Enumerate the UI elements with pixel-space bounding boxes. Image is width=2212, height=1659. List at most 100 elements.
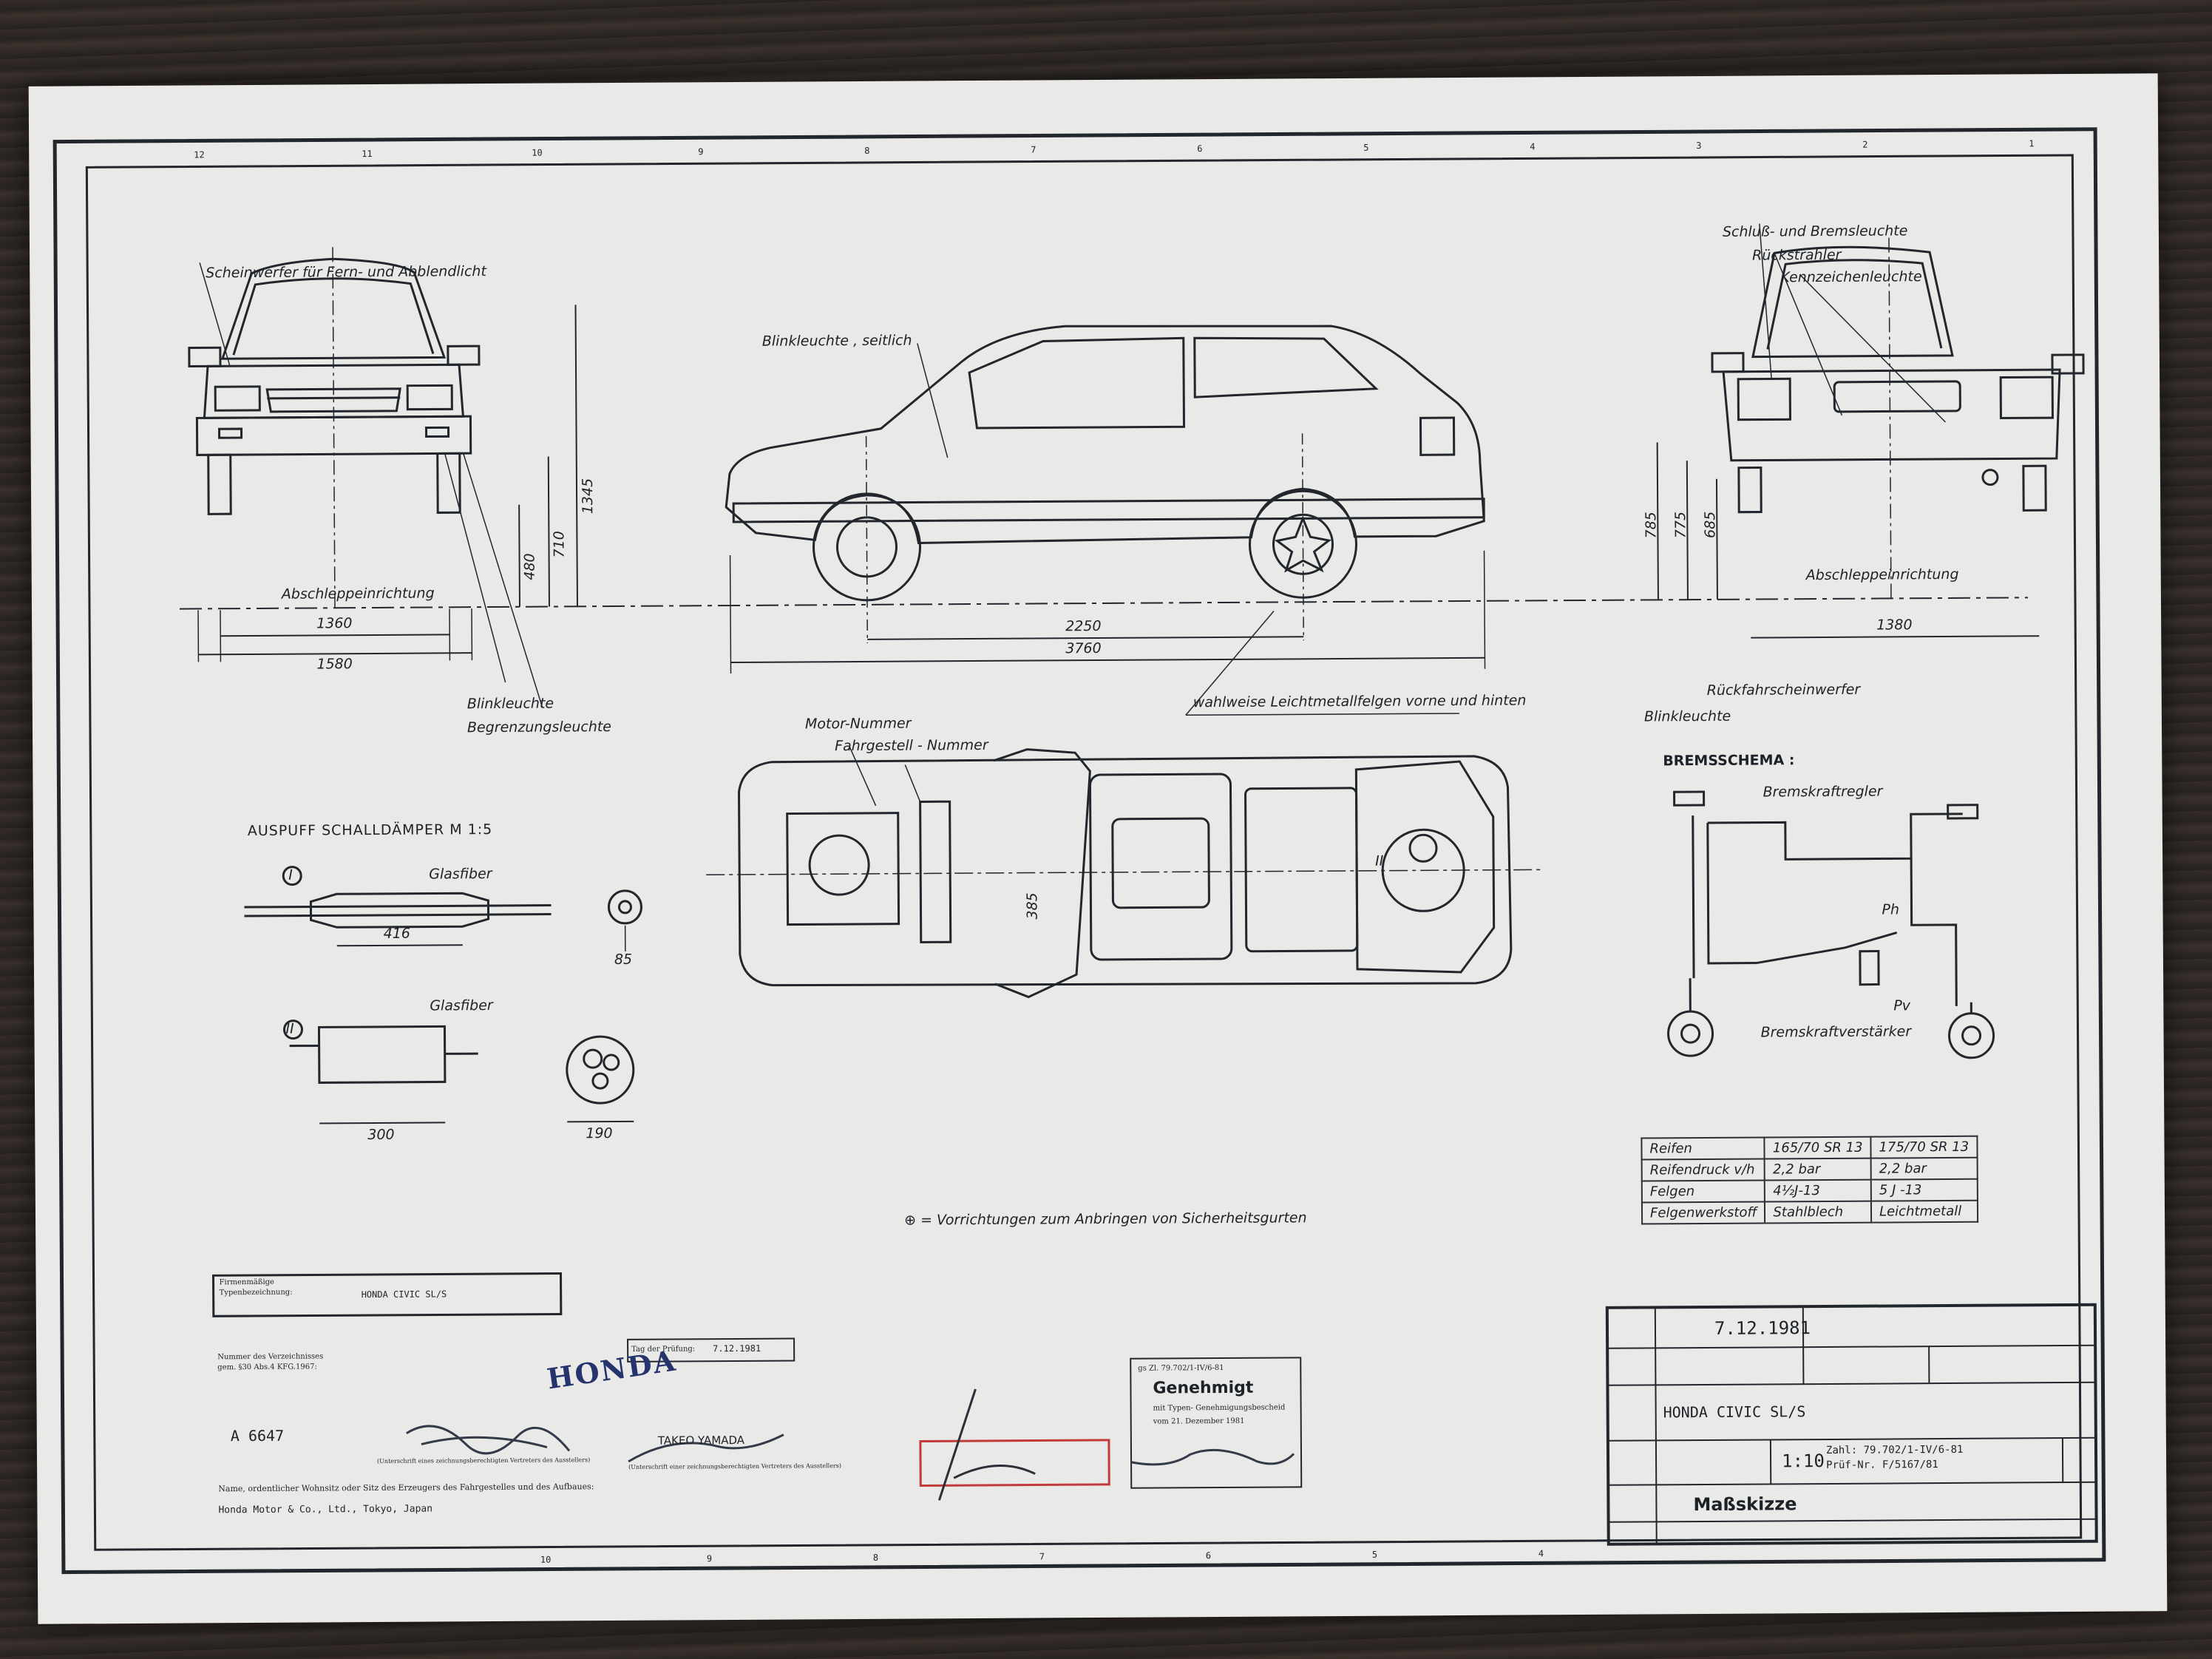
label-glasfiber-1: Glasfiber: [429, 866, 492, 883]
label-roman-2b: II: [1375, 852, 1384, 869]
verzeichnis-2: gem. §30 Abs.4 KFG.1967:: [217, 1363, 317, 1372]
label-pv: Pv: [1893, 997, 1911, 1014]
grid-top-10: 10: [532, 147, 543, 158]
label-abschlepp-front: Abschleppeinrichtung: [281, 585, 435, 603]
genehmigt-ref: gs Zl. 79.702/1-IV/6-81: [1138, 1363, 1224, 1373]
rear-view-drawing: [1656, 223, 2085, 639]
dim-muffler1-len: 416: [383, 925, 411, 942]
label-blinkleuchte-seitlich: Blinkleuchte , seitlich: [761, 332, 912, 350]
grid-bottom-4: 4: [1538, 1548, 1544, 1559]
vorrichtungen-text: = Vorrichtungen zum Anbringen von Sicher…: [920, 1210, 1307, 1229]
date-box: [627, 1337, 795, 1363]
label-blinkleuchte-rear: Blinkleuchte: [1643, 708, 1731, 725]
grid-top-4: 4: [1530, 141, 1536, 152]
label-begrenzungsleuchte: Begrenzungsleuchte: [467, 719, 612, 736]
dim-muffler1-dia: 85: [614, 951, 633, 968]
dim-rear-h3: 685: [1702, 511, 1719, 538]
dim-muffler2-dia: 190: [586, 1125, 613, 1142]
genehmigt-line-1: mit Typen- Genehmigungsbescheid: [1153, 1403, 1286, 1413]
label-kennzeichen: Kennzeichenleuchte: [1780, 268, 1922, 286]
label-roman-1: I: [288, 866, 293, 883]
table-cell: Stahlblech: [1765, 1201, 1872, 1224]
table-cell: 4½J-13: [1765, 1179, 1871, 1202]
grid-top-2: 2: [1862, 139, 1868, 150]
verzeichnis-number: A 6647: [230, 1426, 285, 1445]
table-cell: 175/70 SR 13: [1870, 1136, 1978, 1158]
dim-rear-h2: 775: [1672, 511, 1689, 539]
label-blinkleuchte-front: Blinkleuchte: [467, 695, 554, 713]
title-masskizze: Maßskizze: [1693, 1493, 1797, 1516]
sig-caption-1: (Unterschrift eines zeichnungsberechtigt…: [377, 1456, 591, 1465]
dim-front-h3: 1345: [579, 478, 597, 515]
grid-top-9: 9: [698, 146, 704, 157]
grid-bottom-9: 9: [706, 1553, 713, 1564]
blueprint-linework: [52, 127, 2106, 1575]
grid-bottom-7: 7: [1039, 1551, 1045, 1562]
label-roman-2: II: [285, 1020, 294, 1037]
dim-wheelbase: 2250: [1065, 617, 1102, 635]
box-label-1: Firmenmäßige: [219, 1278, 275, 1287]
grid-top-6: 6: [1197, 143, 1203, 155]
grid-top-11: 11: [362, 148, 373, 160]
verzeichnis-1: Nummer des Verzeichnisses: [217, 1352, 324, 1362]
title-date: 7.12.1981: [1714, 1317, 1811, 1339]
grid-top-5: 5: [1363, 142, 1369, 153]
signatures: [406, 1388, 1295, 1501]
top-view-drawing: [706, 746, 1542, 999]
table-cell: Felgen: [1641, 1180, 1765, 1203]
label-abschlepp-rear: Abschleppeinrichtung: [1805, 566, 1959, 584]
red-stamp-box: [919, 1439, 1110, 1487]
table-cell: 2,2 bar: [1870, 1157, 1978, 1180]
title-zahl: Zahl: 79.702/1-IV/6-81: [1825, 1443, 1964, 1456]
genehmigt-line-2: vom 21. Dezember 1981: [1153, 1417, 1245, 1426]
grid-top-3: 3: [1696, 140, 1702, 152]
type-box: [211, 1272, 563, 1317]
dim-rear-track: 1380: [1876, 617, 1913, 634]
table-cell: 5 J -13: [1870, 1178, 1978, 1201]
grid-bottom-5: 5: [1371, 1549, 1378, 1560]
takeo-yamada: TAKEO YAMADA: [657, 1433, 745, 1448]
dim-front-width: 1580: [316, 656, 353, 673]
table-cell: Leichtmetall: [1870, 1200, 1978, 1223]
seatbelt-anchor-icon: ⊕: [903, 1212, 917, 1229]
box-value: HONDA CIVIC SL/S: [361, 1289, 447, 1300]
genehmigt-box: [1130, 1357, 1303, 1489]
grid-bottom-8: 8: [872, 1552, 879, 1563]
blueprint-sheet: 12 11 10 9 8 7 6 5 4 3 2 1 10 9 8 7 6 5 …: [28, 73, 2168, 1624]
table-cell: 2,2 bar: [1764, 1158, 1871, 1181]
dim-front-track: 1360: [316, 615, 353, 632]
label-bremskraftregler: Bremskraftregler: [1763, 783, 1883, 801]
grid-top-12: 12: [194, 149, 205, 160]
label-glasfiber-2: Glasfiber: [430, 997, 493, 1014]
label-fahrgestell-nummer: Fahrgestell - Nummer: [835, 736, 988, 755]
dim-length: 3760: [1065, 639, 1102, 657]
brake-schema-drawing: [1667, 790, 1995, 1059]
label-scheinwerfer: Scheinwerfer für Fern- und Abblendlicht: [206, 263, 486, 282]
dim-seat: 385: [1024, 892, 1041, 920]
muffler-drawings: [244, 866, 642, 1124]
label-leichtmetall: wahlweise Leichtmetallfelgen vorne und h…: [1192, 692, 1527, 711]
grid-bottom-10: 10: [540, 1554, 552, 1565]
grid-top-1: 1: [2029, 138, 2035, 149]
date-value: 7.12.1981: [713, 1343, 761, 1354]
table-cell: Reifendruck v/h: [1641, 1158, 1765, 1181]
dim-front-h1: 480: [521, 553, 538, 580]
grid-top-8: 8: [864, 145, 870, 156]
name-value: Honda Motor & Co., Ltd., Tokyo, Japan: [218, 1503, 433, 1516]
dim-muffler2-len: 300: [367, 1126, 395, 1144]
label-bremskraftverstaerker: Bremskraftverstärker: [1760, 1023, 1912, 1041]
label-auspuff-title: AUSPUFF SCHALLDÄMPER M 1:5: [247, 821, 493, 840]
title-name: HONDA CIVIC SL/S: [1663, 1402, 1806, 1422]
label-bremsschema: BREMSSCHEMA :: [1663, 752, 1795, 770]
label-motor-nummer: Motor-Nummer: [804, 715, 912, 733]
table-cell: Felgenwerkstoff: [1641, 1201, 1765, 1224]
box-label-2: Typenbezeichnung:: [219, 1288, 293, 1297]
label-schluss-brems: Schluß- und Bremsleuchte: [1722, 223, 1908, 240]
sig-caption-2: (Unterschrift einer zeichnungsberechtigt…: [628, 1462, 842, 1470]
dim-rear-h1: 785: [1643, 512, 1660, 539]
table-cell: 165/70 SR 13: [1764, 1136, 1871, 1159]
